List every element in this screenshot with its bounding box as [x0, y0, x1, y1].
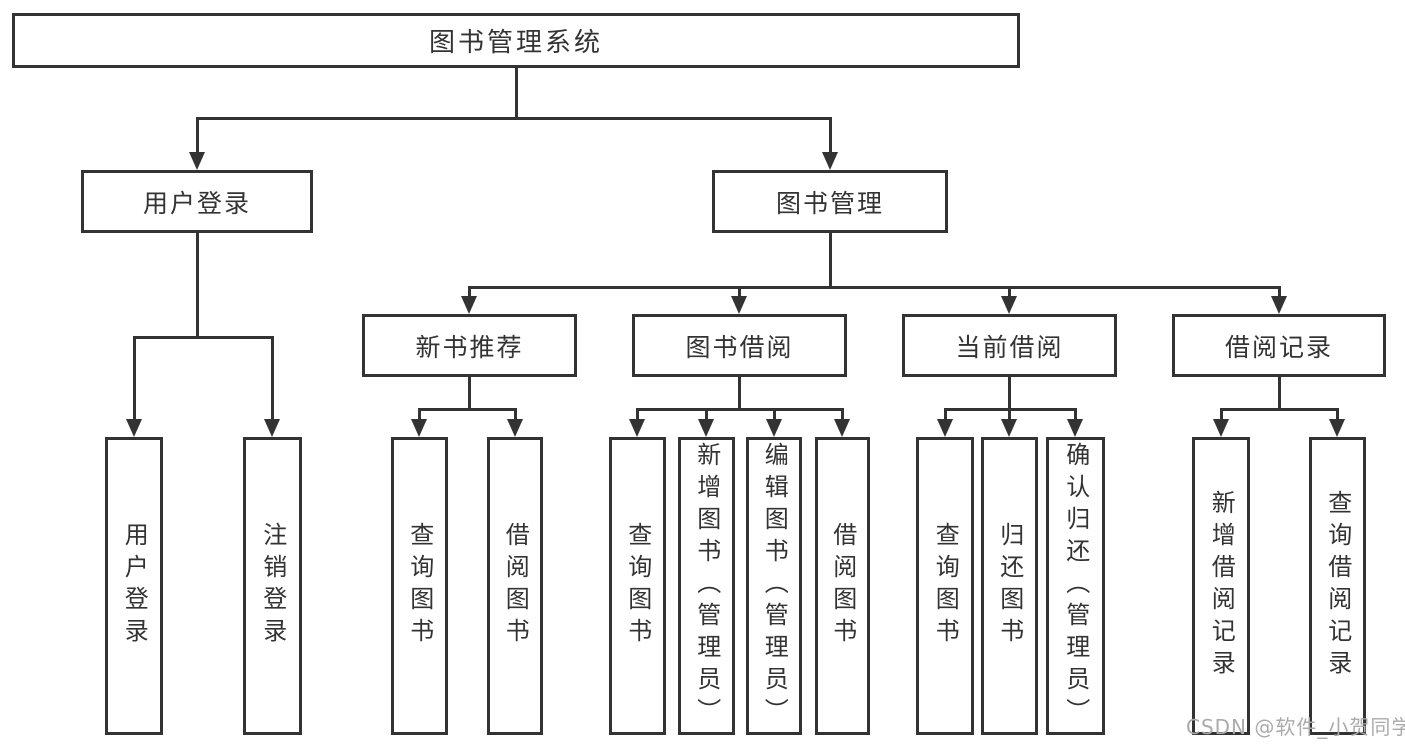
arrow-shaft — [1220, 411, 1223, 421]
connector-bar — [636, 408, 844, 411]
node-user-login: 用户登录 — [81, 170, 313, 233]
arrow-shaft — [829, 120, 832, 154]
arrow-head-icon — [822, 152, 838, 170]
arrow-head-icon — [698, 419, 714, 437]
leaf-add-borrow-record: 新增借阅记录 — [1192, 437, 1250, 735]
arrow-shaft — [705, 411, 708, 421]
leaf-label: 注销登录 — [258, 522, 287, 650]
connector-bar — [1220, 408, 1339, 411]
arrow-head-icon — [461, 296, 477, 314]
node-book-management: 图书管理 — [712, 170, 948, 233]
connector-stem — [515, 68, 518, 120]
leaf-label: 归还图书 — [995, 522, 1024, 650]
leaf-label: 新增图书（管理员） — [692, 442, 721, 730]
arrow-shaft — [1336, 411, 1339, 421]
connector-stem — [196, 233, 199, 339]
arrow-head-icon — [731, 296, 747, 314]
leaf-user-login: 用户登录 — [105, 437, 163, 735]
leaf-query-borrow-record: 查询借阅记录 — [1309, 437, 1366, 735]
node-label: 用户登录 — [142, 188, 251, 218]
node-new-book-recommend: 新书推荐 — [362, 314, 577, 377]
node-library-management-system: 图书管理系统 — [12, 13, 1020, 68]
arrow-shaft — [1008, 411, 1011, 421]
arrow-head-icon — [189, 152, 205, 170]
connector-stem — [738, 377, 741, 411]
leaf-query-books-recommend: 查询图书 — [391, 437, 448, 735]
connector-bar — [468, 286, 1281, 289]
leaf-add-books-admin: 新增图书（管理员） — [678, 437, 735, 735]
node-borrow-records: 借阅记录 — [1172, 314, 1386, 377]
arrow-shaft — [271, 339, 274, 421]
arrow-head-icon — [937, 419, 953, 437]
node-label: 图书管理系统 — [428, 28, 603, 58]
connector-bar — [133, 336, 274, 339]
arrow-head-icon — [1067, 419, 1083, 437]
arrow-head-icon — [1001, 419, 1017, 437]
leaf-label: 借阅图书 — [828, 522, 857, 650]
connector-bar — [196, 117, 832, 120]
arrow-head-icon — [766, 419, 782, 437]
arrow-shaft — [738, 289, 741, 298]
leaf-borrow-books: 借阅图书 — [815, 437, 870, 735]
arrow-head-icon — [1271, 296, 1287, 314]
leaf-label: 借阅图书 — [501, 522, 530, 650]
leaf-label: 新增借阅记录 — [1207, 490, 1236, 682]
arrow-shaft — [468, 289, 471, 298]
arrow-head-icon — [126, 419, 142, 437]
connector-bar — [418, 408, 517, 411]
arrow-head-icon — [1213, 419, 1229, 437]
leaf-label: 查询图书 — [405, 522, 434, 650]
connector-stem — [1008, 377, 1011, 411]
node-label: 图书借阅 — [685, 332, 794, 362]
arrow-head-icon — [834, 419, 850, 437]
arrow-head-icon — [1329, 419, 1345, 437]
arrow-shaft — [196, 120, 199, 154]
node-book-borrow: 图书借阅 — [632, 314, 847, 377]
arrow-shaft — [514, 411, 517, 421]
leaf-query-books-borrow: 查询图书 — [609, 437, 666, 735]
leaf-label: 用户登录 — [120, 522, 149, 650]
node-label: 借阅记录 — [1224, 332, 1333, 362]
leaf-label: 查询图书 — [623, 522, 652, 650]
arrow-shaft — [133, 339, 136, 421]
connector-stem — [1278, 377, 1281, 411]
arrow-shaft — [773, 411, 776, 421]
connector-bar — [944, 408, 1077, 411]
leaf-label: 查询借阅记录 — [1323, 490, 1352, 682]
arrow-shaft — [1278, 289, 1281, 298]
node-label: 当前借阅 — [955, 332, 1064, 362]
arrow-shaft — [841, 411, 844, 421]
leaf-return-books: 归还图书 — [981, 437, 1038, 735]
arrow-shaft — [944, 411, 947, 421]
arrow-shaft — [418, 411, 421, 421]
leaf-label: 编辑图书（管理员） — [760, 442, 789, 730]
arrow-shaft — [1008, 289, 1011, 298]
arrow-head-icon — [411, 419, 427, 437]
arrow-head-icon — [507, 419, 523, 437]
leaf-logout: 注销登录 — [243, 437, 302, 735]
arrow-head-icon — [1001, 296, 1017, 314]
leaf-label: 确认归还（管理员） — [1061, 442, 1090, 730]
leaf-borrow-books-recommend: 借阅图书 — [487, 437, 543, 735]
leaf-edit-books-admin: 编辑图书（管理员） — [746, 437, 802, 735]
arrow-head-icon — [264, 419, 280, 437]
leaf-query-books-current: 查询图书 — [916, 437, 974, 735]
connector-stem — [829, 233, 832, 289]
node-label: 新书推荐 — [415, 332, 524, 362]
leaf-confirm-return-admin: 确认归还（管理员） — [1046, 437, 1105, 735]
leaf-label: 查询图书 — [931, 522, 960, 650]
connector-stem — [468, 377, 471, 411]
csdn-watermark: CSDN @软件_小贺同学 — [1186, 715, 1405, 739]
arrow-shaft — [1074, 411, 1077, 421]
node-label: 图书管理 — [775, 188, 884, 218]
arrow-shaft — [636, 411, 639, 421]
node-current-borrow: 当前借阅 — [902, 314, 1117, 377]
arrow-head-icon — [629, 419, 645, 437]
